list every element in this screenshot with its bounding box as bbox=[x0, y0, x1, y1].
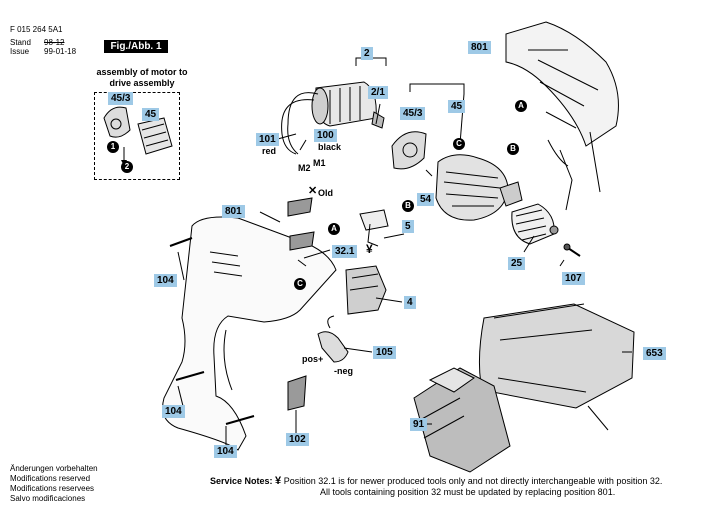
inset-part-45-label: 45 bbox=[142, 108, 160, 121]
housing-801-top-drawing bbox=[505, 21, 619, 211]
part-653-label: 653 bbox=[643, 347, 666, 360]
part-104-c-label: 104 bbox=[214, 445, 237, 458]
housing-801-mid-drawing bbox=[162, 216, 337, 451]
inset-part-45-3-label: 45/3 bbox=[108, 92, 134, 105]
switch-4-drawing bbox=[345, 265, 387, 315]
marker-c-top: C bbox=[453, 138, 465, 150]
figure-label: Fig./Abb. 1 bbox=[104, 40, 168, 53]
part-104-b-label: 104 bbox=[162, 405, 185, 418]
part-801-top-label: 801 bbox=[468, 41, 491, 54]
terminal-m2-label: M2 bbox=[298, 163, 311, 173]
note-en: Modifications reserved bbox=[10, 474, 91, 483]
part-5-label: 5 bbox=[402, 220, 414, 233]
issue-label: Issue bbox=[10, 47, 30, 56]
part-45-label: 45 bbox=[448, 100, 466, 113]
marker-a-mid: A bbox=[328, 223, 340, 235]
part-801-mid-label: 801 bbox=[222, 205, 245, 218]
part-104-a-label: 104 bbox=[154, 274, 177, 287]
doc-number: F 015 264 5A1 bbox=[10, 25, 63, 34]
step-2-marker: 2 bbox=[121, 161, 133, 173]
battery-91-drawing bbox=[413, 367, 511, 473]
part-25-label: 25 bbox=[508, 257, 526, 270]
part-2-label: 2 bbox=[361, 47, 373, 60]
modification-notes: Änderungen vorbehalten Modifications res… bbox=[10, 464, 98, 504]
part-4-label: 4 bbox=[404, 296, 416, 309]
wire-red-label: red bbox=[262, 146, 277, 156]
service-notes-label: Service Notes: bbox=[210, 476, 273, 486]
part-101-label: 101 bbox=[256, 133, 279, 146]
service-notes: Service Notes: ¥ Position 32.1 is for ne… bbox=[210, 476, 700, 498]
assembly-note: assembly of motor to drive assembly bbox=[96, 67, 188, 88]
gearbox-45-drawing bbox=[435, 154, 523, 221]
part-2-1-label: 2/1 bbox=[368, 86, 388, 99]
marker-a-top: A bbox=[515, 100, 527, 112]
part-107-label: 107 bbox=[562, 272, 585, 285]
part-102-label: 102 bbox=[286, 433, 309, 446]
inset-gear-housing bbox=[137, 117, 173, 155]
part-100-label: 100 bbox=[314, 129, 337, 142]
note-de: Änderungen vorbehalten bbox=[10, 464, 98, 473]
yen-marker: ¥ bbox=[366, 242, 373, 256]
part-45-3-label: 45/3 bbox=[400, 107, 426, 120]
part-32-1-label: 32.1 bbox=[332, 245, 358, 258]
marker-b-mid: B bbox=[402, 200, 414, 212]
issue-value: 99-01-18 bbox=[44, 47, 77, 56]
neg-terminal-label: -neg bbox=[334, 366, 353, 376]
part-105-label: 105 bbox=[373, 346, 396, 359]
inset-motor-plate bbox=[103, 106, 131, 138]
wire-black-label: black bbox=[318, 142, 342, 152]
terminal-m1-label: M1 bbox=[313, 158, 326, 168]
service-yen-marker: ¥ bbox=[275, 475, 282, 487]
marker-b-top: B bbox=[507, 143, 519, 155]
note-fr: Modifications reservees bbox=[10, 484, 95, 493]
part-54-label: 54 bbox=[417, 193, 435, 206]
charger-653-drawing bbox=[478, 303, 635, 431]
old-marker: ✕ bbox=[308, 185, 318, 197]
chuck-25-drawing bbox=[511, 203, 559, 245]
step-1-marker: 1 bbox=[107, 141, 119, 153]
plate-45-3-drawing bbox=[391, 131, 427, 170]
stand-value: 98-12 bbox=[44, 38, 65, 47]
part-91-label: 91 bbox=[410, 418, 428, 431]
old-part-label: Old bbox=[318, 188, 333, 198]
service-line-2: All tools containing position 32 must be… bbox=[320, 487, 616, 497]
note-es: Salvo modificaciones bbox=[10, 494, 86, 503]
pos-terminal-label: pos+ bbox=[302, 354, 324, 364]
marker-c-mid: C bbox=[294, 278, 306, 290]
service-line-1: Position 32.1 is for newer produced tool… bbox=[283, 476, 663, 486]
assembly-inset bbox=[94, 92, 180, 180]
terminals-105-drawing bbox=[317, 315, 349, 363]
trigger-pieces-drawing bbox=[287, 197, 389, 267]
motor-drawing bbox=[281, 81, 385, 155]
stand-label: Stand bbox=[10, 38, 31, 47]
